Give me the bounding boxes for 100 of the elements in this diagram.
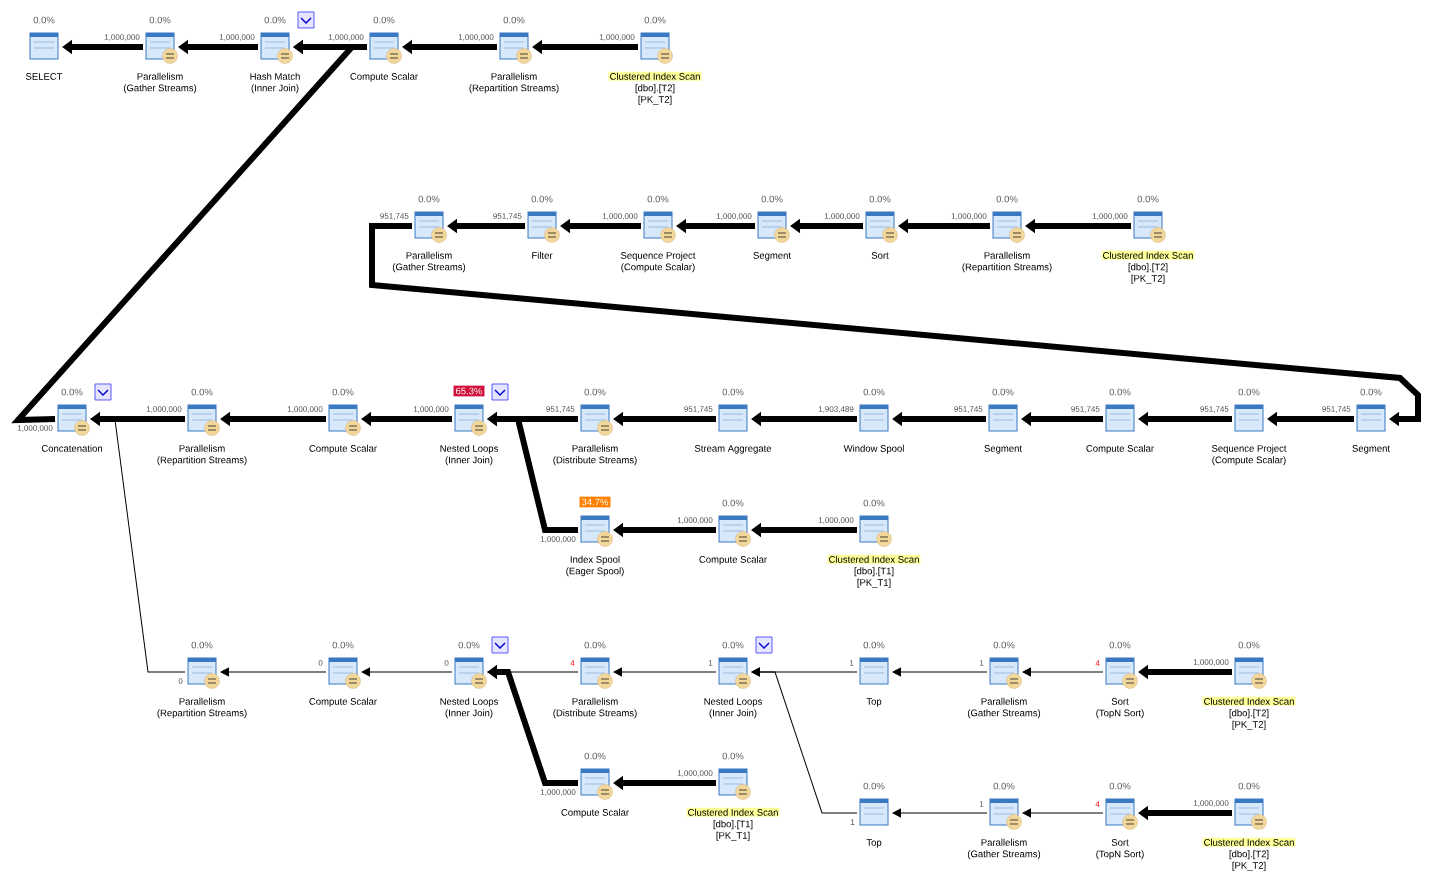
- cost-label: 0.0%: [992, 388, 1014, 396]
- arrow: [892, 808, 988, 818]
- row-count-label: 951,745: [1069, 405, 1101, 414]
- row-count-label: 1,000,000: [817, 516, 855, 525]
- row-count-label: 0: [177, 677, 184, 685]
- cost-label: 0.0%: [332, 641, 354, 649]
- operator-label: Index Spool (Eager Spool): [566, 555, 624, 577]
- cost-label: 0.0%: [458, 641, 480, 649]
- operator-label: Top: [866, 839, 882, 848]
- arrow: [1022, 808, 1104, 818]
- operator-label: Parallelism (Repartition Streams): [469, 72, 559, 94]
- row-count-label: 4: [1094, 800, 1101, 808]
- cost-label: 0.0%: [191, 388, 213, 396]
- operator-label: Sort (TopN Sort): [1096, 839, 1144, 860]
- cost-label: 0.0%: [1238, 782, 1260, 790]
- row-count-label: 1,000,000: [1192, 658, 1230, 667]
- operator-label: Sequence Project (Compute Scalar): [1211, 444, 1287, 466]
- row-count-label: 951,745: [682, 405, 714, 414]
- row-count-label: 1,000,000: [676, 516, 714, 525]
- cost-label: 0.0%: [722, 752, 744, 760]
- operator-label: Parallelism (Gather Streams): [123, 72, 197, 94]
- row-count-label: 1,000,000: [286, 405, 324, 414]
- cost-label: 0.0%: [61, 388, 83, 396]
- cost-label: 0.0%: [1109, 388, 1131, 396]
- operator-label: Parallelism (Repartition Streams): [157, 697, 247, 719]
- cost-label: 0.0%: [863, 641, 885, 649]
- row-count-label: 1,000,000: [1192, 799, 1230, 808]
- row-count-label: 1,000,000: [327, 33, 365, 42]
- cost-label: 0.0%: [1360, 388, 1382, 396]
- operator-label: Stream Aggregate: [694, 445, 772, 454]
- cost-label: 0.0%: [191, 641, 213, 649]
- operator-label: Clustered Index Scan [dbo].[T2] [PK_T2]: [1202, 837, 1296, 871]
- operator-label: Compute Scalar: [350, 72, 418, 82]
- operator-label: Segment: [984, 445, 1022, 454]
- cost-label: 0.0%: [418, 195, 440, 203]
- arrow: [892, 667, 988, 677]
- operator-label: Compute Scalar: [1086, 444, 1154, 454]
- row-count-label: 1,000,000: [218, 33, 256, 42]
- cost-label: 0.0%: [722, 499, 744, 507]
- operator-label: Parallelism (Repartition Streams): [157, 444, 247, 466]
- operator-label: Sort (TopN Sort): [1096, 698, 1144, 719]
- arrow: [369, 223, 1421, 427]
- cost-label: 0.0%: [503, 16, 525, 24]
- operator-label: Sequence Project (Compute Scalar): [620, 251, 696, 273]
- cost-label: 0.0%: [869, 195, 891, 203]
- cost-badge: 65.3%: [453, 385, 485, 397]
- row-count-label: 1,903,489: [817, 405, 855, 414]
- operator-label: Hash Match (Inner Join): [250, 72, 300, 94]
- operator-label: Nested Loops (Inner Join): [440, 697, 498, 719]
- arrow: [90, 415, 186, 673]
- cost-label: 0.0%: [584, 388, 606, 396]
- row-count-label: 1,000,000: [598, 33, 636, 42]
- cost-label: 0.0%: [863, 388, 885, 396]
- row-count-label: 951,745: [952, 405, 984, 414]
- cost-label: 0.0%: [1109, 782, 1131, 790]
- arrow: [361, 667, 453, 677]
- cost-label: 0.0%: [722, 388, 744, 396]
- operator-label: Clustered Index Scan [dbo].[T2] [PK_T2]: [1101, 250, 1195, 284]
- cost-label: 0.0%: [996, 195, 1018, 203]
- operator-label: Concatenation: [41, 444, 103, 452]
- row-count-label: 1,000,000: [145, 405, 183, 414]
- row-count-label: 0: [317, 659, 324, 667]
- operator-label: SELECT: [25, 73, 63, 80]
- row-count-label: 1,000,000: [1091, 212, 1129, 221]
- cost-label: 0.0%: [647, 195, 669, 203]
- operator-label: Parallelism (Gather Streams): [392, 251, 466, 273]
- operator-label: Segment: [753, 252, 791, 261]
- cost-label: 0.0%: [584, 641, 606, 649]
- operator-label: Clustered Index Scan [dbo].[T1] [PK_T1]: [827, 554, 921, 588]
- operator-label: Nested Loops (Inner Join): [704, 697, 762, 719]
- cost-label: 0.0%: [644, 16, 666, 24]
- row-count-label: 4: [1094, 659, 1101, 667]
- row-count-label: 951,745: [544, 405, 576, 414]
- cost-label: 0.0%: [993, 641, 1015, 649]
- operator-label: Compute Scalar: [699, 555, 767, 565]
- operator-label: Clustered Index Scan [dbo].[T2] [PK_T2]: [1202, 696, 1296, 730]
- row-count-label: 1,000,000: [16, 424, 54, 433]
- row-count-label: 1: [707, 659, 714, 667]
- row-count-label: 951,745: [1320, 405, 1352, 414]
- cost-badge: 34.7%: [579, 496, 611, 508]
- row-count-label: 1,000,000: [676, 769, 714, 778]
- cost-label: 0.0%: [1238, 388, 1260, 396]
- cost-label: 0.0%: [761, 195, 783, 203]
- operator-label: Sort: [871, 252, 889, 259]
- cost-label: 0.0%: [722, 641, 744, 649]
- row-count-label: 1: [849, 818, 856, 826]
- operator-label: Top: [866, 698, 882, 707]
- row-count-label: 0: [443, 659, 450, 667]
- row-count-label: 1,000,000: [457, 33, 495, 42]
- operator-label: Nested Loops (Inner Join): [440, 444, 498, 466]
- row-count-label: 1,000,000: [412, 405, 450, 414]
- cost-label: 0.0%: [373, 16, 395, 24]
- row-count-label: 1,000,000: [539, 535, 577, 544]
- cost-label: 0.0%: [863, 499, 885, 507]
- cost-label: 0.0%: [863, 782, 885, 790]
- cost-label: 0.0%: [531, 195, 553, 203]
- cost-label: 0.0%: [149, 16, 171, 24]
- operator-label: Parallelism (Distribute Streams): [553, 444, 637, 466]
- cost-label: 0.0%: [1238, 641, 1260, 649]
- row-count-label: 951,745: [378, 212, 410, 221]
